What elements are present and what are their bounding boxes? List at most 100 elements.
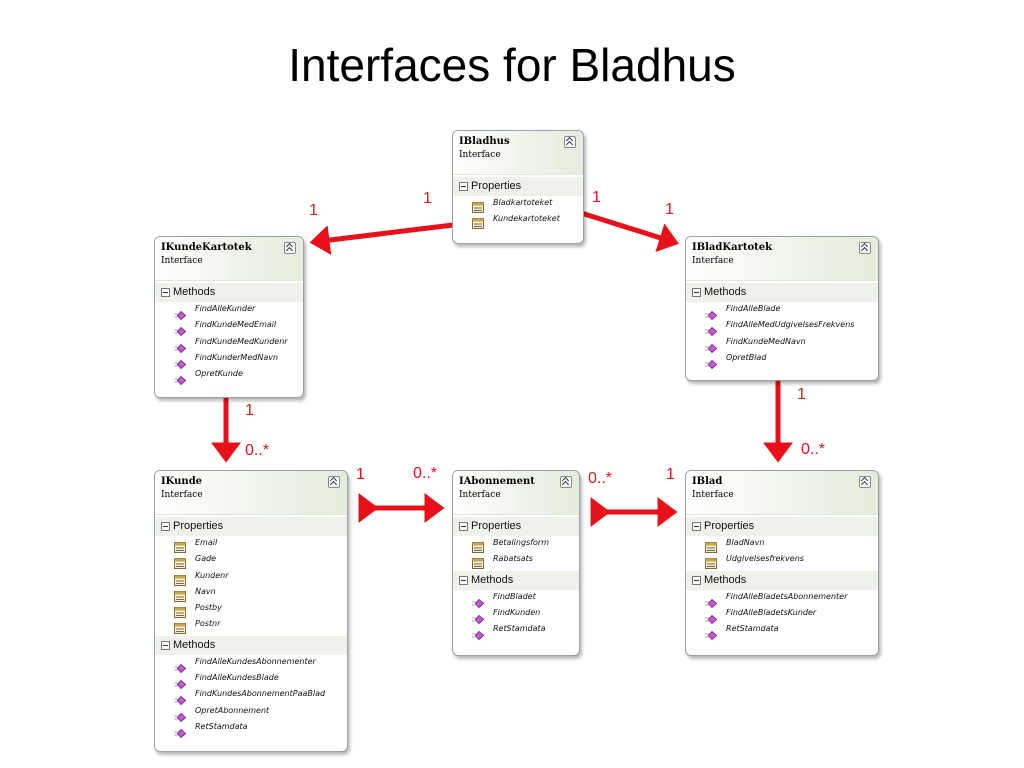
- method-icon: [472, 625, 485, 641]
- slide-title: Interfaces for Bladhus: [288, 39, 736, 91]
- section-header-propertys[interactable]: Properties: [686, 517, 878, 536]
- method-icon: [705, 625, 718, 641]
- property-item[interactable]: Betalingsform: [453, 536, 579, 553]
- method-item[interactable]: FindKundeMedNavn: [686, 335, 878, 353]
- property-item[interactable]: Email: [155, 536, 347, 553]
- section-label: Methods: [471, 573, 514, 586]
- member-label: Email: [195, 538, 218, 547]
- property-item[interactable]: Gade: [155, 552, 347, 570]
- multiplicity-label: 0..*: [588, 470, 613, 487]
- collapse-chevron-icon[interactable]: [328, 476, 340, 488]
- method-item[interactable]: FindBladet: [453, 590, 579, 608]
- method-item[interactable]: FindAlleKundesAbonnementer: [155, 655, 347, 673]
- section-header-propertys[interactable]: Properties: [453, 177, 583, 196]
- method-icon: [174, 305, 187, 321]
- method-item[interactable]: FindAlleBlade: [686, 302, 878, 321]
- property-item[interactable]: Postnr: [155, 617, 347, 635]
- collapse-chevron-icon[interactable]: [284, 242, 296, 254]
- minus-toggle-icon[interactable]: [161, 640, 170, 650]
- method-item[interactable]: FindKunderMedNavn: [155, 351, 303, 370]
- member-label: BladNavn: [726, 538, 765, 547]
- property-item[interactable]: Rabatsats: [453, 552, 579, 570]
- section-label: Methods: [173, 638, 216, 651]
- property-item[interactable]: Bladkartoteket: [453, 196, 583, 213]
- multiplicity-label: 1: [797, 386, 806, 403]
- member-label: FindKunderMedNavn: [195, 352, 279, 362]
- property-item[interactable]: Navn: [155, 585, 347, 602]
- section-header-methods[interactable]: Methods: [155, 283, 303, 302]
- interface-kind: Interface: [692, 256, 734, 266]
- section-header-methods[interactable]: Methods: [686, 283, 878, 302]
- section-header-methods[interactable]: Methods: [155, 635, 347, 655]
- minus-toggle-icon[interactable]: [692, 575, 701, 585]
- minus-toggle-icon[interactable]: [692, 522, 701, 531]
- collapse-chevron-icon[interactable]: [564, 136, 576, 148]
- method-item[interactable]: FindAlleKunder: [155, 302, 303, 321]
- method-item[interactable]: FindAlleBladetsAbonnementer: [686, 590, 878, 608]
- property-item[interactable]: Udgivelsesfrekvens: [686, 552, 878, 570]
- method-item[interactable]: FindKundeMedEmail: [155, 318, 303, 337]
- minus-toggle-icon[interactable]: [459, 575, 468, 585]
- property-icon: [705, 538, 717, 553]
- member-label: Gade: [195, 554, 217, 564]
- section-header-propertys[interactable]: Properties: [453, 517, 579, 536]
- minus-toggle-icon[interactable]: [459, 182, 468, 191]
- method-item[interactable]: RetStamdata: [155, 720, 347, 739]
- method-item[interactable]: FindAlleMedUdgivelsesFrekvens: [686, 318, 878, 337]
- collapse-chevron-icon[interactable]: [859, 476, 871, 488]
- member-label: FindBladet: [493, 591, 536, 601]
- section-header-methods[interactable]: Methods: [453, 570, 579, 590]
- multiplicity-label: 1: [592, 189, 601, 206]
- minus-toggle-icon[interactable]: [459, 522, 468, 531]
- minus-toggle-icon[interactable]: [161, 522, 170, 531]
- method-item[interactable]: FindKunden: [453, 606, 579, 625]
- method-item[interactable]: OpretAbonnement: [155, 704, 347, 722]
- interface-kind: Interface: [161, 490, 203, 500]
- property-item[interactable]: Kundenr: [155, 569, 347, 586]
- property-icon: [174, 619, 186, 635]
- method-icon: [705, 354, 718, 370]
- collapse-chevron-icon[interactable]: [560, 476, 572, 488]
- property-icon: [472, 198, 484, 213]
- property-icon: [472, 554, 484, 570]
- section-header-propertys[interactable]: Properties: [155, 517, 347, 536]
- property-item[interactable]: Kundekartoteket: [453, 212, 583, 230]
- section-label: Properties: [704, 520, 755, 532]
- method-item[interactable]: OpretKunde: [155, 367, 303, 386]
- property-icon: [174, 571, 186, 586]
- member-label: Udgivelsesfrekvens: [726, 554, 804, 564]
- method-item[interactable]: FindKundeMedKundenr: [155, 335, 303, 353]
- method-item[interactable]: RetStamdata: [686, 622, 878, 641]
- property-item[interactable]: BladNavn: [686, 536, 878, 553]
- interface-kind: Interface: [161, 256, 203, 266]
- method-item[interactable]: FindAlleKundesBlade: [155, 671, 347, 690]
- property-item[interactable]: Postby: [155, 601, 347, 619]
- method-item[interactable]: FindAlleBladetsKunder: [686, 606, 878, 625]
- member-label: OpretAbonnement: [195, 705, 270, 715]
- method-item[interactable]: OpretBlad: [686, 351, 878, 370]
- multiplicity-label: 0..*: [413, 465, 438, 482]
- minus-toggle-icon[interactable]: [692, 288, 701, 297]
- member-label: FindAlleKundesAbonnementer: [195, 656, 316, 666]
- method-item[interactable]: FindKundesAbonnementPaaBlad: [155, 687, 347, 706]
- method-item[interactable]: RetStamdata: [453, 622, 579, 641]
- collapse-chevron-icon[interactable]: [859, 242, 871, 254]
- minus-toggle-icon[interactable]: [161, 288, 170, 297]
- connector-bladhus-bladkartotek: [577, 209, 679, 253]
- interface-name: IBladKartotek: [692, 242, 773, 253]
- interface-name: IBlad: [692, 476, 723, 487]
- member-label: Bladkartoteket: [493, 198, 553, 207]
- section-header-methods[interactable]: Methods: [686, 570, 878, 590]
